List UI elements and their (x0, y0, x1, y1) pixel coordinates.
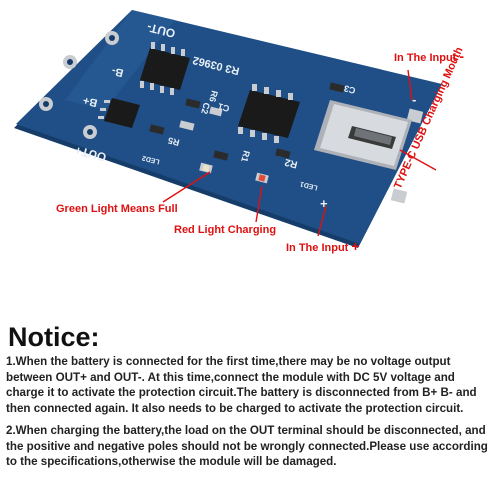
product-photo: OUT- R3 03962 B- B+ OUT+ R6 C1 C2 R5 R1 … (14, 10, 442, 248)
notice-section: Notice: 1.When the battery is connected … (6, 322, 494, 477)
status-leds (199, 162, 269, 184)
pcb-label-minus: - (412, 92, 416, 107)
callout-red-light-text: Red Light Charging (174, 224, 277, 236)
pcb-board (14, 10, 442, 248)
callout-input-plus-sign: + (351, 238, 360, 254)
pcb-label-c1: C1 (217, 101, 231, 113)
charger-ic (238, 84, 300, 143)
pcb-label-plus: + (320, 196, 328, 211)
callout-red-light: Red Light Charging (174, 224, 276, 236)
callout-input-minus-sign: - (459, 48, 465, 64)
callout-lines (162, 69, 437, 237)
pcb-label-c2: C2 (199, 102, 211, 116)
mosfet-ic (98, 98, 140, 128)
protection-ic (140, 42, 190, 95)
callout-input-minus: In The Input - (394, 48, 464, 64)
passive-components (149, 82, 345, 161)
callout-green-light: Green Light Means Full (56, 203, 178, 215)
usb-connector (314, 100, 412, 170)
pcb-label-led1: LED1 (299, 180, 318, 191)
pcb-label-r1: R1 (239, 150, 251, 164)
callout-input-plus: In The Input + (286, 238, 360, 254)
pcb-label-out-minus: OUT- (146, 20, 177, 41)
callout-input-minus-text: In The Input (394, 52, 457, 64)
pcb-label-led2: LED2 (141, 154, 160, 165)
pcb-label-c3: C3 (343, 83, 357, 95)
pcb-label-r6: R6 (207, 90, 219, 104)
callout-input-plus-text: In The Input (286, 242, 349, 254)
pcb-label-b-plus: B+ (82, 94, 99, 109)
notice-item-1: 1.When the battery is connected for the … (6, 355, 477, 415)
pcb-label-b-minus: B- (110, 64, 124, 79)
pcb-label-r5: R5 (167, 135, 181, 147)
notice-heading: Notice: (8, 322, 100, 352)
callout-green-light-text: Green Light Means Full (56, 203, 178, 215)
notice-item-2: 2.When charging the battery,the load on … (6, 424, 488, 468)
pcb-label-r2: R2 (283, 156, 298, 170)
